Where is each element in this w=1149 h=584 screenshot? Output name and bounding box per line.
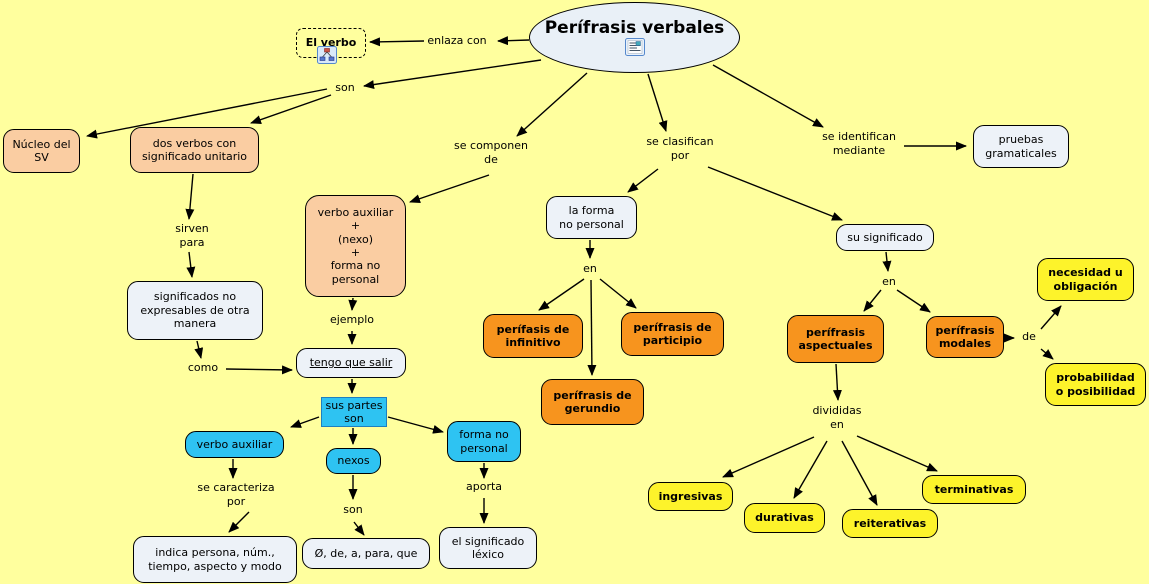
edge-label-se-componen-de[interactable]: se componen de [454,139,528,166]
edge-label-de[interactable]: de [1022,330,1036,343]
node-reiterativas[interactable]: reiterativas [842,509,938,538]
node-significados[interactable]: significados no expresables de otra mane… [127,281,263,340]
node-durativas[interactable]: durativas [744,503,825,533]
edge-label-sirven-para[interactable]: sirven para [175,222,209,249]
edge-label-aporta[interactable]: aporta [465,480,503,493]
connector-lines [86,36,1062,536]
document-icon[interactable] [624,38,645,57]
node-sus-partes[interactable]: sus partes son [321,397,387,427]
edge-label-son[interactable]: son [335,81,355,94]
node-la-forma-no-personal[interactable]: la forma no personal [546,196,637,239]
node-forma-no-personal[interactable]: forma no personal [447,421,521,462]
concept-map-icon[interactable] [317,46,337,64]
node-su-significado[interactable]: su significado [836,224,934,251]
node-pruebas-gramaticales[interactable]: pruebas gramaticales [973,125,1069,168]
node-nexos[interactable]: nexos [326,448,381,474]
node-indica-persona[interactable]: indica persona, núm., tiempo, aspecto y … [133,536,297,583]
edge-label-enlaza-con[interactable]: enlaza con [427,34,487,47]
page-title: Perífrasis verbales [544,17,725,38]
node-nucleo-sv[interactable]: Núcleo del SV [3,129,80,173]
node-nexos-lista[interactable]: Ø, de, a, para, que [302,538,430,569]
node-necesidad-obligacion[interactable]: necesidad u obligación [1037,258,1134,301]
node-perifrasis-infinitivo[interactable]: perífasis de infinitivo [483,314,583,358]
node-terminativas[interactable]: terminativas [922,475,1026,504]
node-verbo-auxiliar[interactable]: verbo auxiliar [185,431,284,458]
node-perifrasis-modales[interactable]: perífrasis modales [926,316,1004,358]
node-perifrasis-aspectuales[interactable]: perífrasis aspectuales [787,315,884,363]
edge-label-ejemplo[interactable]: ejemplo [329,313,375,326]
node-perifrasis-participio[interactable]: perífrasis de participio [621,312,724,356]
edge-label-son-nexos[interactable]: son [343,503,363,516]
edge-label-se-caracteriza-por[interactable]: se caracteriza por [197,481,275,508]
node-significado-lexico[interactable]: el significado léxico [439,527,537,569]
node-probabilidad-posibilidad[interactable]: probabilidad o posibilidad [1045,363,1146,406]
node-dos-verbos[interactable]: dos verbos con significado unitario [130,127,259,173]
edge-label-en-forma[interactable]: en [583,262,597,275]
edge-label-en-significado[interactable]: en [882,275,896,288]
node-tengo-que-salir[interactable]: tengo que salir [296,348,406,378]
edge-label-se-clasifican-por[interactable]: se clasifican por [646,135,714,162]
node-ingresivas[interactable]: ingresivas [648,482,733,511]
edge-label-divididas-en[interactable]: divididas en [812,404,862,431]
node-perifrasis-verbales[interactable]: Perífrasis verbales [529,2,740,73]
edge-label-se-identifican-mediante[interactable]: se identifican mediante [822,130,896,157]
node-composicion[interactable]: verbo auxiliar + (nexo) + forma no perso… [305,195,406,297]
node-perifrasis-gerundio[interactable]: perífrasis de gerundio [541,379,644,425]
edge-label-como[interactable]: como [187,361,219,374]
